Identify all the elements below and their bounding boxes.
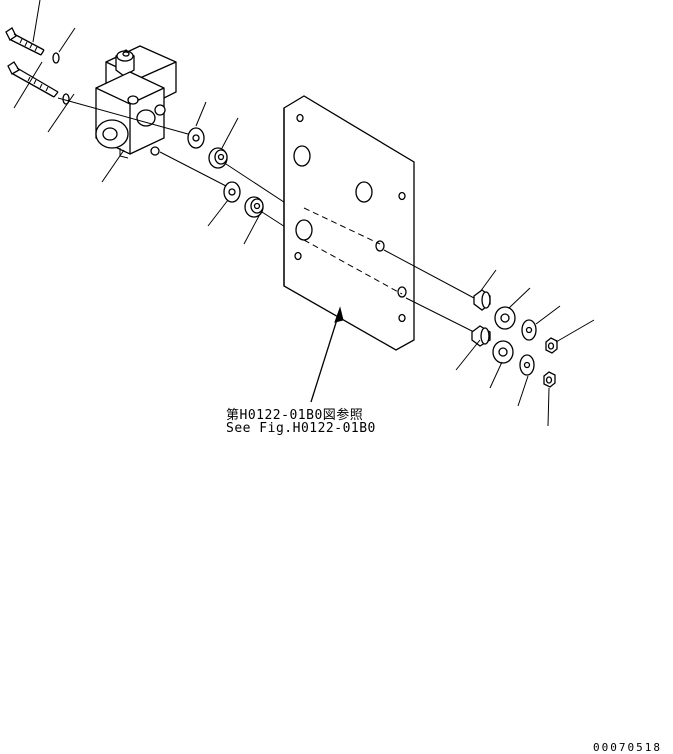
bolt-upper [5, 27, 45, 56]
washer-right-upper [521, 319, 537, 341]
washer-bolt-upper [52, 52, 60, 64]
washer-right-lower [519, 354, 535, 376]
spacer-left-lower [244, 196, 264, 218]
leader-lines [13, 0, 595, 427]
mounting-plate [283, 95, 415, 351]
spacer-left-upper [208, 147, 228, 169]
nut-right-lower [543, 371, 556, 388]
reference-text-en: See Fig.H0122-01B0 [226, 421, 376, 436]
drawing-code: 00070518 [593, 741, 662, 754]
reference-text-jp: 第H0122-01B0図参照 [226, 408, 364, 423]
collar-right-upper [473, 289, 491, 311]
washer-left-upper [187, 127, 205, 149]
washer-left-lower [223, 181, 241, 203]
collar-right-lower [471, 325, 491, 347]
spacer-right-lower [492, 340, 514, 364]
bolt-lower [7, 61, 59, 98]
spacer-right-upper [494, 306, 516, 330]
valve-body [95, 45, 177, 159]
reference-arrow [310, 306, 344, 403]
nut-right-upper [545, 337, 558, 354]
